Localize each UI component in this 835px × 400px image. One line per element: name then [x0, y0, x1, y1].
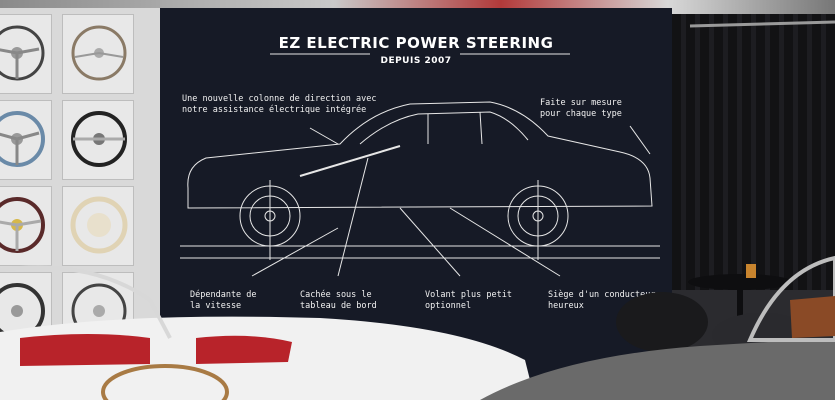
steering-wheel-icon: [71, 111, 127, 167]
steering-wheel-icon: [0, 25, 45, 81]
label-smaller-wheel-optional: Volant plus petit optionnel: [425, 290, 512, 311]
steering-wheel-panel: [0, 14, 52, 94]
steering-wheel-panel: [62, 100, 134, 180]
brown-interior: [790, 296, 835, 338]
steering-wheel-panel: [0, 186, 52, 266]
label-happy-driver-seat: Siège d'un conducteur heureux: [548, 290, 656, 311]
steering-wheel-icon: [70, 196, 128, 254]
curtain-rail: [689, 20, 835, 28]
banner-title: EZ ELECTRIC POWER STEERING: [278, 34, 554, 52]
wooden-steering-wheel: [101, 364, 229, 400]
label-speed-dependent: Dépendante de la vitesse: [190, 290, 257, 311]
banner-subtitle: DEPUIS 2007: [380, 56, 452, 66]
steering-wheel-panel: [0, 100, 52, 180]
red-interior: [20, 334, 150, 366]
steering-wheel-icon: [0, 111, 45, 167]
label-custom-made: Faite sur mesure pour chaque type: [540, 98, 622, 119]
label-hidden-under-dashboard: Cachée sous le tableau de bord: [300, 290, 377, 311]
grey-classic-car: [480, 338, 835, 400]
steering-wheel-icon: [0, 197, 45, 253]
label-steering-column: Une nouvelle colonne de direction avec n…: [182, 94, 377, 115]
windscreen-frame: [0, 265, 172, 339]
steering-wheel-panel: [62, 14, 134, 94]
car-blueprint-drawing: [180, 53, 660, 277]
blueprint-banner: EZ ELECTRIC POWER STEERING DEPUIS 2007 U…: [160, 8, 672, 378]
coffee-cup: [746, 264, 756, 278]
black-chair: [616, 292, 708, 352]
black-curtain: [672, 14, 835, 304]
steering-wheel-panel: [62, 186, 134, 266]
steering-wheel-icon: [71, 25, 127, 81]
